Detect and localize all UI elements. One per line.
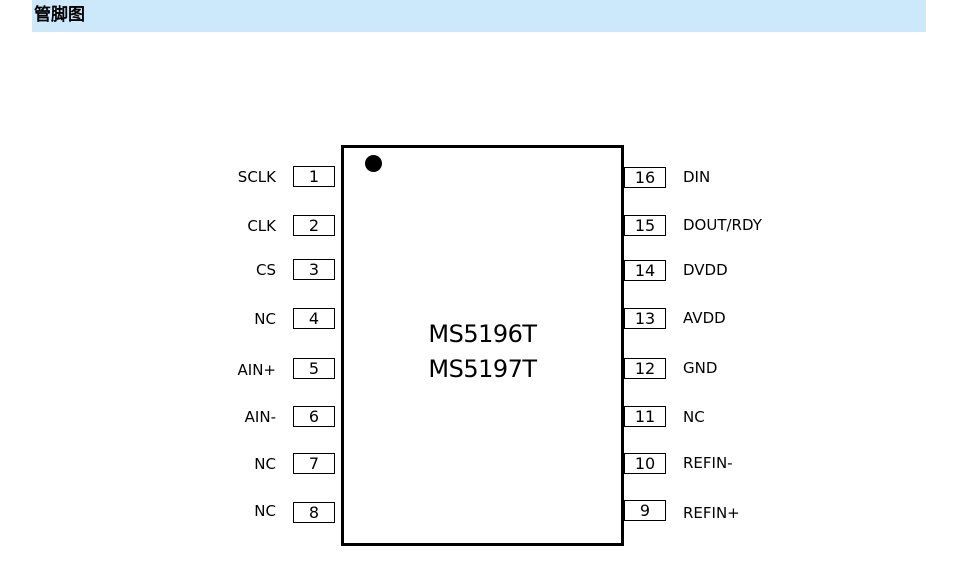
part-name-1: MS5196T (428, 320, 537, 348)
section-header: 管脚图 (32, 0, 926, 32)
pin-number-14: 14 (624, 260, 666, 281)
pin-label-2: CLK (247, 217, 276, 235)
pin-number-2: 2 (293, 215, 335, 236)
pin-number-15: 15 (624, 215, 666, 236)
pin-label-11: NC (683, 408, 705, 426)
pin-number-16: 16 (624, 167, 666, 188)
ic-package: MS5196T MS5197T (341, 145, 624, 546)
pin-label-6: AIN- (244, 408, 276, 426)
pin-label-8: NC (254, 502, 276, 520)
pin-number-6: 6 (293, 406, 335, 427)
pin-number-11: 11 (624, 406, 666, 427)
pin-label-4: NC (254, 310, 276, 328)
pin-label-1: SCLK (237, 168, 276, 186)
pin-number-8: 8 (293, 502, 335, 523)
pin-label-7: NC (254, 455, 276, 473)
pin-number-12: 12 (624, 358, 666, 379)
pin-number-4: 4 (293, 308, 335, 329)
pin-number-5: 5 (293, 358, 335, 379)
pin-label-15: DOUT/RDY (683, 216, 762, 234)
pin-label-5: AIN+ (237, 361, 276, 379)
pin-number-9: 9 (624, 500, 666, 521)
pin-label-14: DVDD (683, 261, 728, 279)
pin-number-13: 13 (624, 308, 666, 329)
part-name-2: MS5197T (428, 355, 537, 383)
pin-label-10: REFIN- (683, 454, 733, 472)
pin-number-1: 1 (293, 166, 335, 187)
section-title: 管脚图 (34, 5, 85, 25)
pin-label-13: AVDD (683, 309, 726, 327)
pin-number-10: 10 (624, 453, 666, 474)
pin-number-7: 7 (293, 453, 335, 474)
pin-label-9: REFIN+ (683, 504, 740, 522)
pin-label-3: CS (256, 261, 276, 279)
pin-label-16: DIN (683, 168, 711, 186)
pin-number-3: 3 (293, 259, 335, 280)
pin-label-12: GND (683, 359, 718, 377)
pin1-indicator-dot (365, 155, 382, 172)
